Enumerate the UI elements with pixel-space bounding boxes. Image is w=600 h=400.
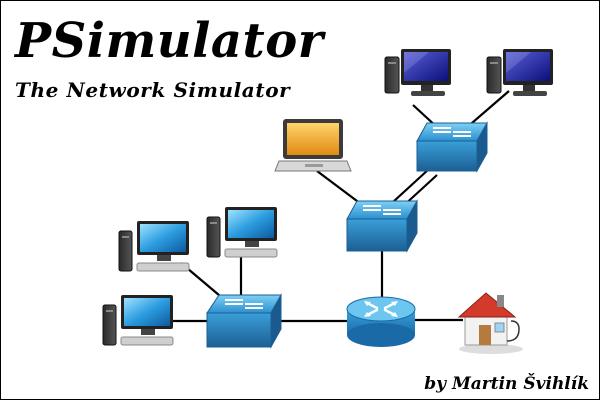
desktop-pc-icon xyxy=(118,221,190,272)
desktop-pc-icon xyxy=(102,295,174,346)
desktop-pc-icon xyxy=(384,49,451,96)
laptop-icon xyxy=(274,119,352,172)
switch-icon xyxy=(206,293,282,349)
switch-icon xyxy=(346,199,418,253)
house-icon xyxy=(457,292,523,354)
page-subtitle: The Network Simulator xyxy=(15,78,291,102)
desktop-pc-icon xyxy=(206,207,278,258)
desktop-pc-icon xyxy=(486,49,553,96)
switch-icon xyxy=(416,121,488,173)
page-title: PSimulator xyxy=(15,13,324,69)
router-icon xyxy=(346,296,416,347)
author-credit: by Martin Švihlík xyxy=(424,374,589,394)
